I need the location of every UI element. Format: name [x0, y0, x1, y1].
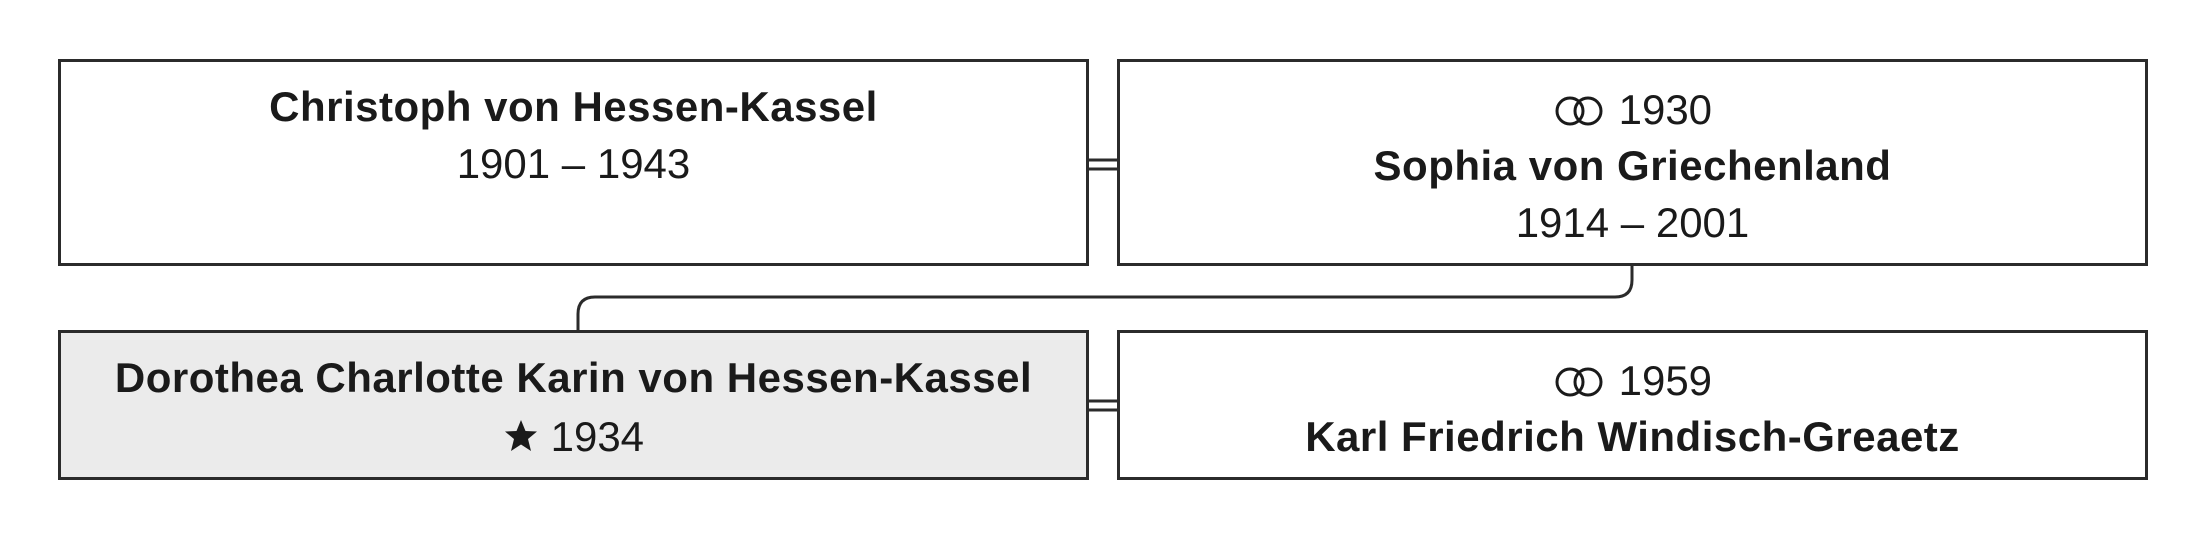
star-icon	[503, 412, 539, 468]
person-box-mother[interactable]: 1930 Sophia von Griechenland 1914 – 2001	[1117, 59, 2148, 266]
spouse-marriage-line: 1959	[1120, 353, 2145, 412]
child-birth-year: 1934	[550, 413, 645, 460]
descent-connector	[576, 266, 1634, 330]
person-box-child[interactable]: Dorothea Charlotte Karin von Hessen-Kass…	[58, 330, 1089, 480]
person-box-father[interactable]: Christoph von Hessen-Kassel 1901 – 1943	[58, 59, 1089, 266]
spouse-marriage-year: 1959	[1618, 357, 1713, 404]
person-box-spouse[interactable]: 1959 Karl Friedrich Windisch-Greaetz	[1117, 330, 2148, 480]
child-birth-line: 1934	[61, 409, 1086, 468]
child-name: Dorothea Charlotte Karin von Hessen-Kass…	[114, 354, 1033, 401]
mother-name: Sophia von Griechenland	[1373, 142, 1892, 189]
mother-marriage-line: 1930	[1120, 82, 2145, 141]
father-name: Christoph von Hessen-Kassel	[269, 83, 878, 130]
mother-dates: 1914 – 2001	[1515, 199, 1750, 246]
mother-marriage-year: 1930	[1618, 86, 1713, 133]
wedding-rings-icon	[1553, 85, 1607, 141]
father-dates: 1901 – 1943	[456, 140, 691, 187]
marriage-connector-parents	[1089, 158, 1117, 171]
spouse-name: Karl Friedrich Windisch-Greaetz	[1305, 413, 1960, 460]
marriage-connector-child	[1089, 399, 1117, 412]
wedding-rings-icon	[1553, 356, 1607, 412]
